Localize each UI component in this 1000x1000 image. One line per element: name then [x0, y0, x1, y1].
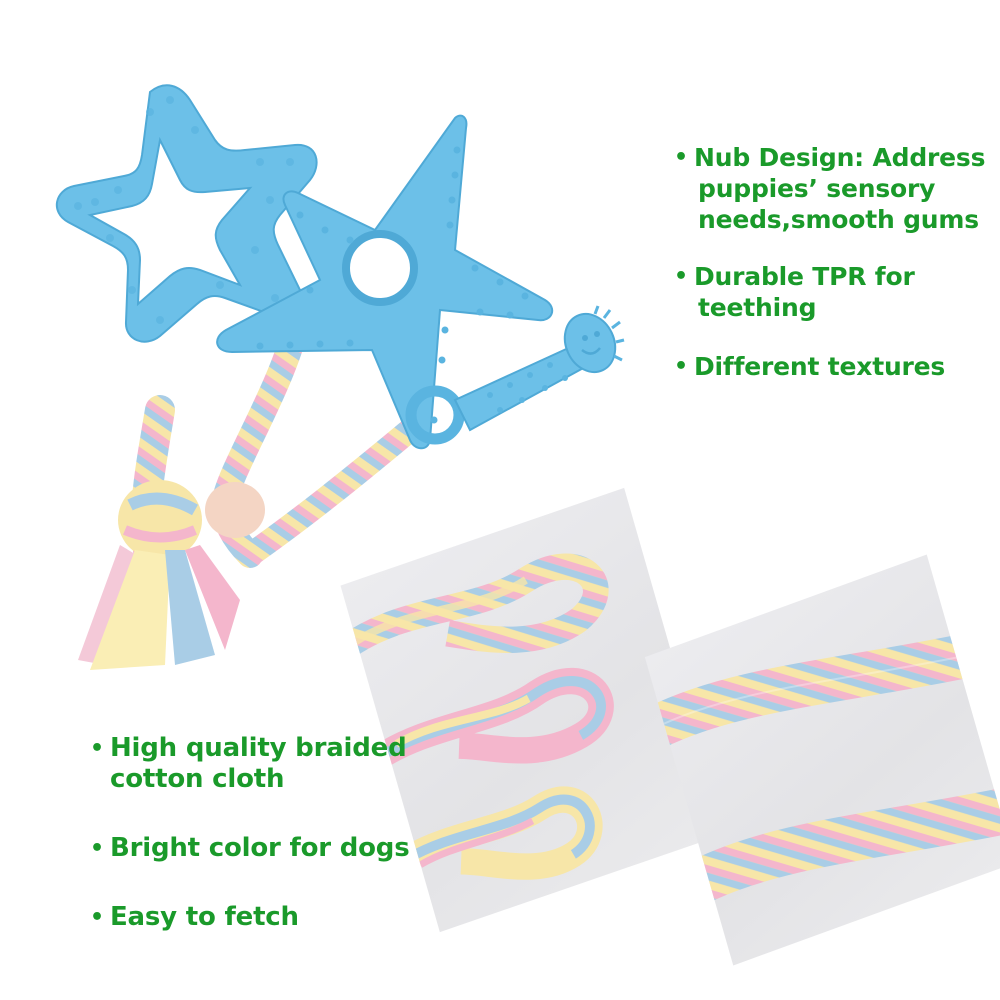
bullet-icon: • — [90, 905, 104, 930]
photo-braided-rope-loops — [340, 487, 724, 933]
feature-text-line: teething — [698, 293, 817, 322]
feature-text-line: High quality braided — [110, 733, 407, 763]
feature-bright-color: • Bright color for dogs — [88, 833, 410, 864]
feature-different-textures: • Different textures — [672, 351, 985, 382]
feature-braided-cotton: • High quality braided cotton cloth — [88, 733, 410, 795]
middle-braided-rope — [205, 317, 422, 568]
rope-loop-2 — [372, 667, 614, 769]
feature-list-top: • Nub Design: Address puppies’ sensory n… — [672, 142, 985, 408]
bullet-icon: • — [90, 836, 104, 861]
feature-text-line: Bright color for dogs — [110, 833, 410, 863]
feature-text-line: Nub Design: Address — [694, 143, 986, 172]
bullet-icon: • — [674, 354, 688, 379]
rope-loop-3 — [402, 786, 603, 880]
feature-list-bottom: • High quality braided cotton cloth • Br… — [88, 733, 410, 971]
feature-text-line: puppies’ sensory — [698, 174, 936, 203]
rope-strand-2 — [690, 784, 1000, 904]
bullet-icon: • — [674, 264, 688, 289]
feature-easy-fetch: • Easy to fetch — [88, 902, 410, 933]
bullet-icon: • — [90, 736, 104, 761]
feature-text-line: Easy to fetch — [110, 902, 299, 932]
feature-text-line: Different textures — [694, 352, 946, 381]
feature-durable-tpr: • Durable TPR for teething — [672, 261, 985, 323]
star-ring-teether — [55, 84, 318, 343]
feature-text-line: Durable TPR for — [694, 262, 915, 291]
solid-star-teether — [216, 114, 554, 450]
photo-braided-rope-strands — [644, 554, 1000, 966]
feature-nub-design: • Nub Design: Address puppies’ sensory n… — [672, 142, 985, 235]
bullet-icon: • — [674, 145, 688, 170]
feature-text-line: needs,smooth gums — [698, 205, 979, 234]
bone-chew-teether — [405, 305, 625, 445]
rope-strand-1 — [646, 631, 980, 749]
left-braided-rope — [78, 395, 240, 670]
feature-text-line: cotton cloth — [110, 764, 285, 794]
rope-loop-1 — [340, 553, 609, 658]
